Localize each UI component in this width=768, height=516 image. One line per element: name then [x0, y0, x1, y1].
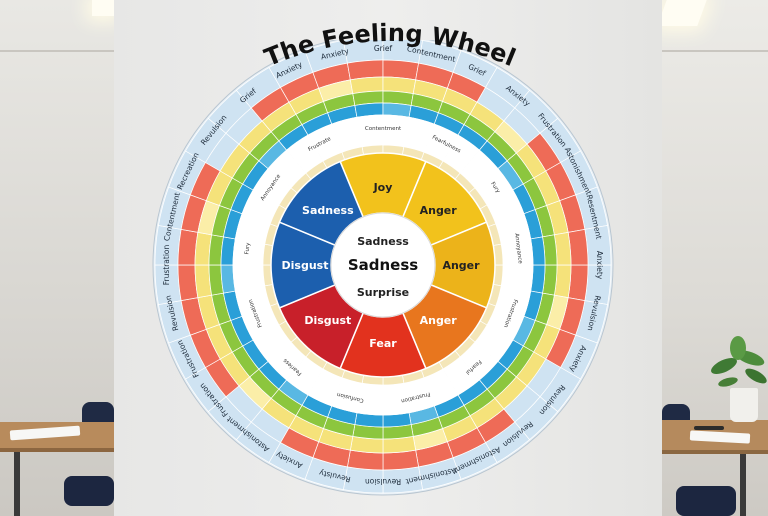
potted-plant — [711, 336, 767, 387]
plant-pot — [730, 388, 758, 422]
outer-ring-label: Grief — [374, 44, 393, 53]
chair-right — [662, 404, 690, 424]
center-label-top: Sadness — [357, 235, 409, 248]
inner-sector-label: Anger — [420, 314, 458, 327]
inner-sector-label: Fear — [369, 337, 397, 350]
outer-ring-label: Revulsion — [365, 477, 401, 486]
feeling-wheel-poster: JoyAngerAngerAngerFearDisgustDisgustSadn… — [152, 40, 614, 496]
inner-sector-label: Anger — [442, 259, 480, 272]
wheel-title: The Feeling Wheel — [261, 19, 520, 72]
pen-right — [694, 426, 724, 430]
middle-ring-label: Fury — [244, 242, 251, 255]
inner-ring: JoyAngerAngerAngerFearDisgustDisgustSadn… — [270, 152, 496, 378]
inner-sector-label: Sadness — [302, 204, 354, 217]
ceiling-light-left — [92, 0, 114, 16]
ceiling-edge-left — [0, 50, 114, 52]
inner-sector-label: Disgust — [304, 314, 351, 327]
outer-ring-label: Frustration — [162, 245, 171, 286]
middle-ring-label: Contentment — [365, 126, 402, 132]
inner-sector-label: Joy — [373, 181, 393, 194]
desk-leg-right — [740, 454, 746, 516]
chair-left-front — [64, 476, 114, 506]
center-label-bottom: Surprise — [357, 286, 409, 299]
center-label-middle: Sadness — [348, 256, 418, 274]
title-banner: The Feeling Wheel — [261, 19, 520, 72]
outer-ring-label: Anxiety — [595, 251, 604, 280]
chair-right-front — [676, 486, 736, 516]
wheel-title-text: The Feeling Wheel — [261, 19, 520, 72]
inner-sector-label: Anger — [420, 204, 458, 217]
wheel-center-disc — [330, 212, 436, 318]
desk-leg-left — [14, 452, 20, 516]
ceiling-edge-right — [662, 50, 768, 52]
middle-ring-label: Annoyance — [513, 233, 523, 265]
inner-sector-label: Disgust — [282, 259, 329, 272]
